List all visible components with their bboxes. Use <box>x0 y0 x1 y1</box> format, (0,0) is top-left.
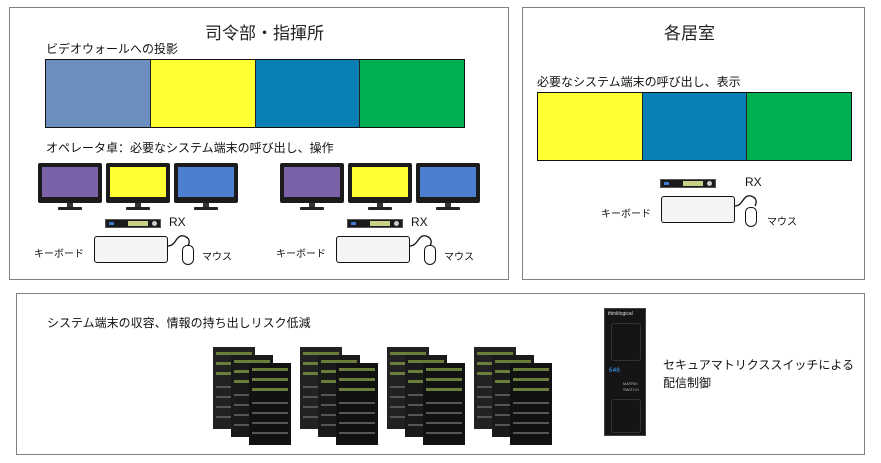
server-room-panel: システム端末の収容、情報の持ち出しリスク低減 セキュアマトリクススイッチによる … <box>16 293 865 455</box>
rx-label: RX <box>745 175 762 189</box>
videowall <box>45 59 465 128</box>
keyboard-icon <box>661 196 735 223</box>
server-rack-cluster-4 <box>473 346 553 446</box>
room-screen-2 <box>642 93 748 160</box>
room-screen-3 <box>747 93 852 160</box>
switch-model: 640 <box>609 367 620 374</box>
videowall-screen-1 <box>46 60 151 127</box>
videowall-screen-3 <box>255 60 361 127</box>
rx-label: RX <box>411 215 428 229</box>
mouse-icon <box>182 245 194 265</box>
keyboard-icon <box>94 236 168 263</box>
monitor-icon <box>174 163 238 210</box>
monitor-icon <box>348 163 412 210</box>
server-rack-cluster-1 <box>212 346 292 446</box>
room-display <box>537 92 852 161</box>
mouse-label: マウス <box>444 252 474 263</box>
server-rack-cluster-2 <box>299 346 379 446</box>
keyboard-label: キーボード <box>34 249 84 260</box>
switch-caption-line2: SWITCH <box>623 387 639 392</box>
operator-console-label: オペレータ卓：必要なシステム端末の呼び出し、操作 <box>46 141 334 155</box>
switch-caption-line1: MATRIX <box>623 381 638 386</box>
rx-receiver-icon <box>660 179 716 188</box>
rooms-title: 各居室 <box>664 24 715 43</box>
keyboard-label: キーボード <box>276 249 326 260</box>
monitor-icon <box>416 163 480 210</box>
server-rack-icon <box>249 363 291 445</box>
videowall-screen-4 <box>360 60 464 127</box>
rx-receiver-icon <box>105 219 161 228</box>
command-post-title: 司令部・指揮所 <box>205 24 324 43</box>
mouse-cable <box>409 235 432 247</box>
monitor-icon <box>280 163 344 210</box>
room-screen-1 <box>538 93 643 160</box>
mouse-cable <box>167 235 190 247</box>
videowall-label: ビデオウォールへの投影 <box>46 42 179 56</box>
mouse-cable <box>734 195 757 207</box>
monitor-icon <box>38 163 102 210</box>
matrix-switch-icon: thinklogical 640 MATRIX SWITCH <box>604 308 646 436</box>
rx-label: RX <box>169 215 186 229</box>
keyboard-label: キーボード <box>601 209 651 220</box>
server-rack-icon <box>423 363 465 445</box>
keyboard-icon <box>336 236 410 263</box>
videowall-screen-2 <box>150 60 256 127</box>
command-post-panel: 司令部・指揮所 ビデオウォールへの投影 オペレータ卓：必要なシステム端末の呼び出… <box>9 7 509 280</box>
rx-receiver-icon <box>347 219 403 228</box>
switch-label-line1: セキュアマトリクススイッチによる <box>663 358 855 372</box>
mouse-label: マウス <box>202 252 232 263</box>
monitor-icon <box>106 163 170 210</box>
room-display-label: 必要なシステム端末の呼び出し、表示 <box>537 75 741 89</box>
switch-brand: thinklogical <box>608 311 633 317</box>
mouse-label: マウス <box>767 217 797 228</box>
server-rack-cluster-3 <box>386 346 466 446</box>
mouse-icon <box>424 245 436 265</box>
storage-label: システム端末の収容、情報の持ち出しリスク低減 <box>47 316 311 330</box>
mouse-icon <box>745 207 757 227</box>
server-rack-icon <box>336 363 378 445</box>
rooms-panel: 各居室 必要なシステム端末の呼び出し、表示 RX キーボード マウス <box>522 7 865 280</box>
switch-label-line2: 配信制御 <box>663 376 712 390</box>
server-rack-icon <box>510 363 552 445</box>
